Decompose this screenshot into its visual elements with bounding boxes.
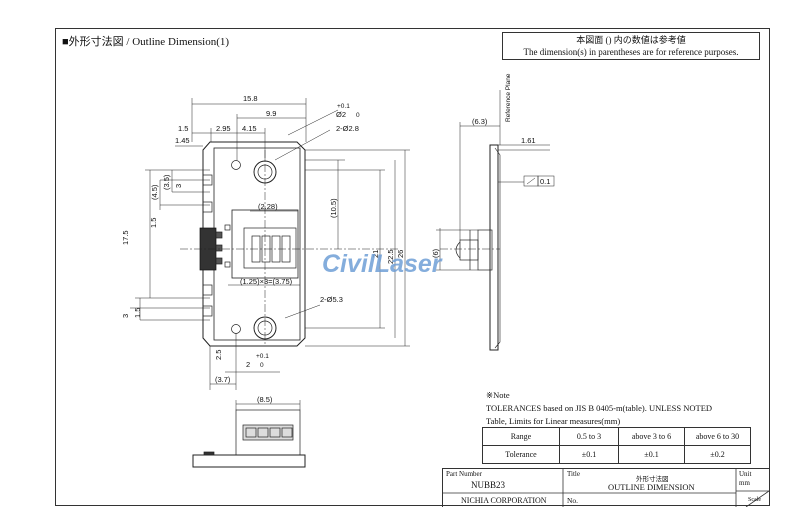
front-view: [180, 141, 400, 347]
dim-3-5: (3.5): [162, 174, 171, 190]
dim-3b: 3: [121, 314, 130, 318]
reference-note-box: 本図面 () 内の数値は参考値 The dimension(s) in pare…: [502, 32, 760, 60]
drawing-sheet-border: [55, 28, 770, 506]
pin-hole-bottom: [231, 324, 241, 334]
dim-plus-01a: +0.1: [337, 103, 350, 110]
dim-1-45: 1.45: [175, 136, 190, 145]
table-cell: ±0.1: [618, 445, 685, 464]
lens-window: [243, 227, 297, 269]
dim-phi2: Ø2: [336, 110, 346, 119]
dim-6: (6): [431, 248, 440, 258]
dim-zero-a: 0: [356, 112, 360, 119]
reference-plane-label: Reference Plane: [505, 73, 512, 122]
table-row: Range 0.5 to 3 above 3 to 6 above 6 to 3…: [482, 427, 751, 446]
scale-label: Scale: [748, 497, 761, 503]
side-view: [440, 144, 501, 351]
dim-22-5: 22.5: [386, 249, 395, 264]
tolerance-table: Range 0.5 to 3 above 3 to 6 above 6 to 3…: [482, 427, 751, 464]
title-block: Part Number NUBB23 Title 外形寸法図 OUTLINE D…: [442, 468, 769, 507]
dim-6-3: (6.3): [472, 117, 488, 126]
table-cell: ±0.1: [559, 445, 619, 464]
drawing-heading: ■外形寸法図 / Outline Dimension(1): [62, 36, 230, 48]
dim-flatness: 0.1: [540, 177, 550, 186]
reference-note-en: The dimension(s) in parentheses are for …: [523, 47, 739, 57]
module-outline: [202, 141, 306, 347]
dim-17-5: 17.5: [121, 230, 130, 245]
bottom-view: [192, 409, 306, 468]
dim-3-7: (3.7): [215, 375, 231, 384]
pin-hole-top: [231, 160, 241, 170]
front-dimension-lines: [130, 98, 410, 390]
bottom-base: [192, 454, 306, 468]
bottom-dimension-lines: [235, 400, 301, 410]
table-cell: above 3 to 6: [618, 427, 685, 446]
dim-8-5: (8.5): [257, 395, 273, 404]
title-block-lines: [443, 469, 769, 507]
note-line-2: Table, Limits for Linear measures(mm): [486, 416, 621, 426]
table-row: Tolerance ±0.1 ±0.1 ±0.2: [482, 445, 751, 464]
dim-1-25x3: (1.25)×3=(3.75): [240, 277, 293, 286]
side-dimension-lines: [436, 90, 555, 271]
dim-phi2-8: 2-Ø2.8: [336, 124, 359, 133]
dim-2: 2: [246, 360, 250, 369]
note-line-1: TOLERANCES based on JIS B 0405-m(table).…: [486, 403, 713, 413]
dim-2-28: (2.28): [258, 202, 278, 211]
dim-9-9: 9.9: [266, 109, 276, 118]
dim-1-5b: 1.5: [149, 218, 158, 228]
part-number-label: Part Number: [446, 470, 482, 478]
table-cell: 0.5 to 3: [559, 427, 619, 446]
dim-3a: 3: [174, 184, 183, 188]
unit-label: Unit: [739, 470, 752, 478]
table-cell: ±0.2: [684, 445, 751, 464]
dimension-labels: 15.8 9.9 1.5 2.95 4.15 1.45 +0.1 Ø2 0 2-…: [121, 73, 550, 404]
dim-plus-01b: +0.1: [256, 353, 269, 360]
table-cell: Range: [482, 427, 560, 446]
dim-1-61: 1.61: [521, 136, 536, 145]
dim-4-15: 4.15: [242, 124, 257, 133]
company-name: NICHIA CORPORATION: [461, 496, 547, 505]
dim-2-5: 2.5: [214, 350, 223, 360]
dim-1-5a: 1.5: [178, 124, 188, 133]
title-label: Title: [567, 470, 580, 478]
dim-1-5c: 1.5: [133, 308, 142, 318]
title-ja: 外形寸法図: [636, 476, 669, 483]
dim-phi5-3: 2-Ø5.3: [320, 295, 343, 304]
part-number-value: NUBB23: [471, 480, 506, 490]
dim-4-5: (4.5): [150, 184, 159, 200]
side-plate: [489, 144, 499, 351]
heatsink-plate: [213, 147, 301, 341]
dim-21: 21: [371, 250, 380, 258]
no-label: No.: [567, 496, 579, 505]
reference-note-ja: 本図面 () 内の数値は参考値: [576, 35, 686, 45]
title-en: OUTLINE DIMENSION: [608, 482, 695, 492]
dim-2-95: 2.95: [216, 124, 231, 133]
note-title: ※Note: [486, 390, 510, 400]
dim-10-5: (10.5): [329, 198, 338, 218]
dim-zero-b: 0: [260, 362, 264, 369]
table-cell: above 6 to 30: [684, 427, 751, 446]
watermark-logo: CivilLaser: [322, 250, 442, 278]
table-cell: Tolerance: [482, 445, 560, 464]
tolerance-note: ※Note TOLERANCES based on JIS B 0405-m(t…: [486, 389, 712, 428]
dim-15-8: 15.8: [243, 94, 258, 103]
dim-26: 26: [396, 250, 405, 258]
unit-value: mm: [739, 479, 750, 487]
